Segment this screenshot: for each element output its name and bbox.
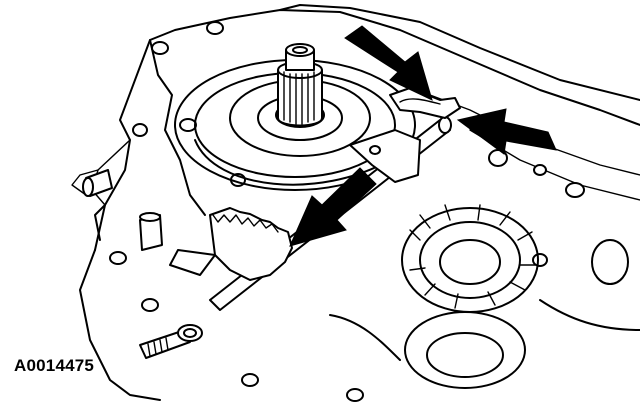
- flange-bolts: [109, 21, 585, 402]
- side-plug: [82, 169, 163, 251]
- lower-arrow: [289, 167, 377, 247]
- input-shaft: [277, 43, 323, 127]
- callout-arrows: [289, 25, 557, 247]
- upper-arrow: [344, 25, 433, 101]
- right-arrow: [456, 108, 557, 155]
- gear-housing: [329, 204, 640, 389]
- shift-fork: [169, 207, 293, 281]
- figure-id-label: A0014475: [14, 356, 95, 375]
- lower-stud: [139, 324, 203, 359]
